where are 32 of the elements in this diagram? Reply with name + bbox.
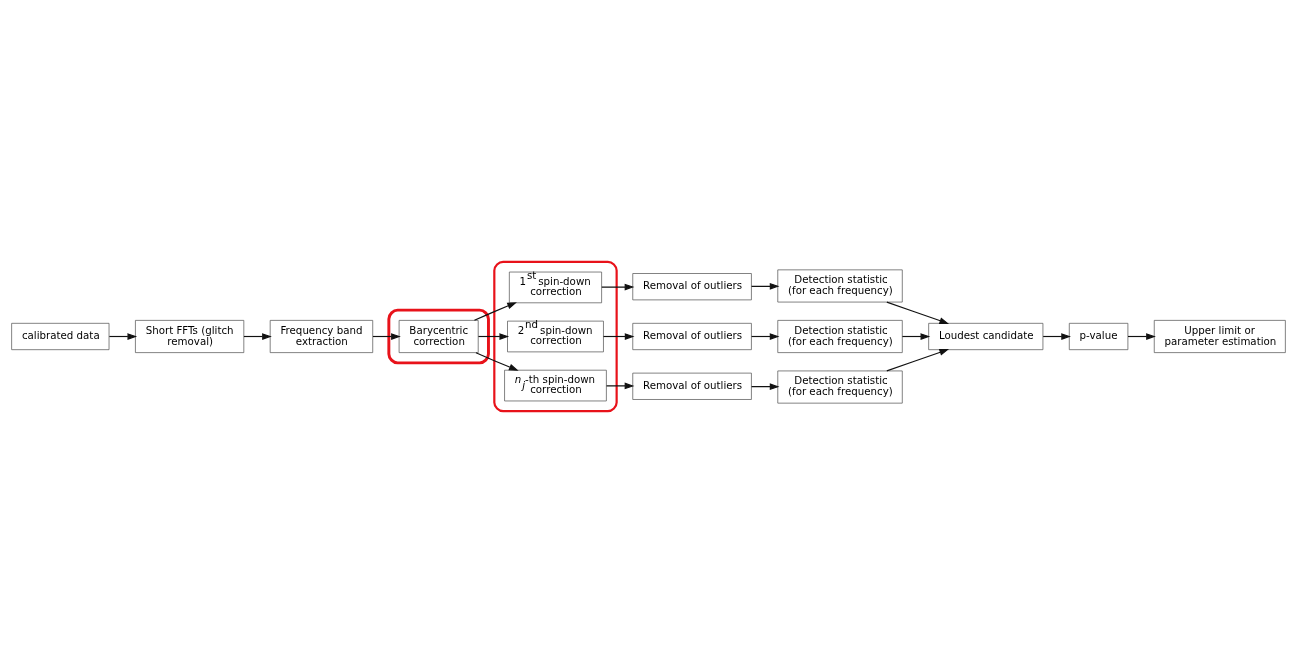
node-box: Upper limit or parameter estimation <box>1153 319 1286 353</box>
arrow <box>477 332 510 340</box>
node-box: Detection statistic (for each frequency) <box>777 269 903 302</box>
arrow <box>1042 332 1071 340</box>
arrow <box>886 348 950 371</box>
arrow <box>108 332 138 340</box>
arrow <box>475 351 519 371</box>
node-box: Loudest candidate <box>928 322 1044 350</box>
arrow <box>473 301 517 321</box>
arrow <box>243 332 272 340</box>
cluster <box>493 260 618 412</box>
node-box: p-value <box>1068 322 1129 350</box>
arrow <box>605 382 635 389</box>
node-box: Removal of outliers <box>632 322 752 350</box>
cluster <box>387 308 490 364</box>
node-box: Short FFTs (glitch removal) <box>135 319 245 353</box>
arrow <box>372 332 401 340</box>
arrow <box>886 301 950 324</box>
arrow <box>750 282 780 290</box>
arrow <box>601 283 635 290</box>
arrow <box>750 382 780 390</box>
arrow <box>750 332 780 340</box>
arrow <box>1127 332 1156 340</box>
node-box: calibrated data <box>11 322 110 350</box>
node-box: Detection statistic (for each frequency) <box>777 319 903 353</box>
node-box: Removal of outliers <box>632 272 752 300</box>
arrow <box>602 332 635 340</box>
arrow <box>901 332 931 340</box>
node-box: Barycentric correction <box>398 319 479 353</box>
node-box: Frequency band extraction <box>269 319 374 353</box>
node-box: Removal of outliers <box>632 372 752 400</box>
node-box: Detection statistic (for each frequency) <box>777 370 903 403</box>
